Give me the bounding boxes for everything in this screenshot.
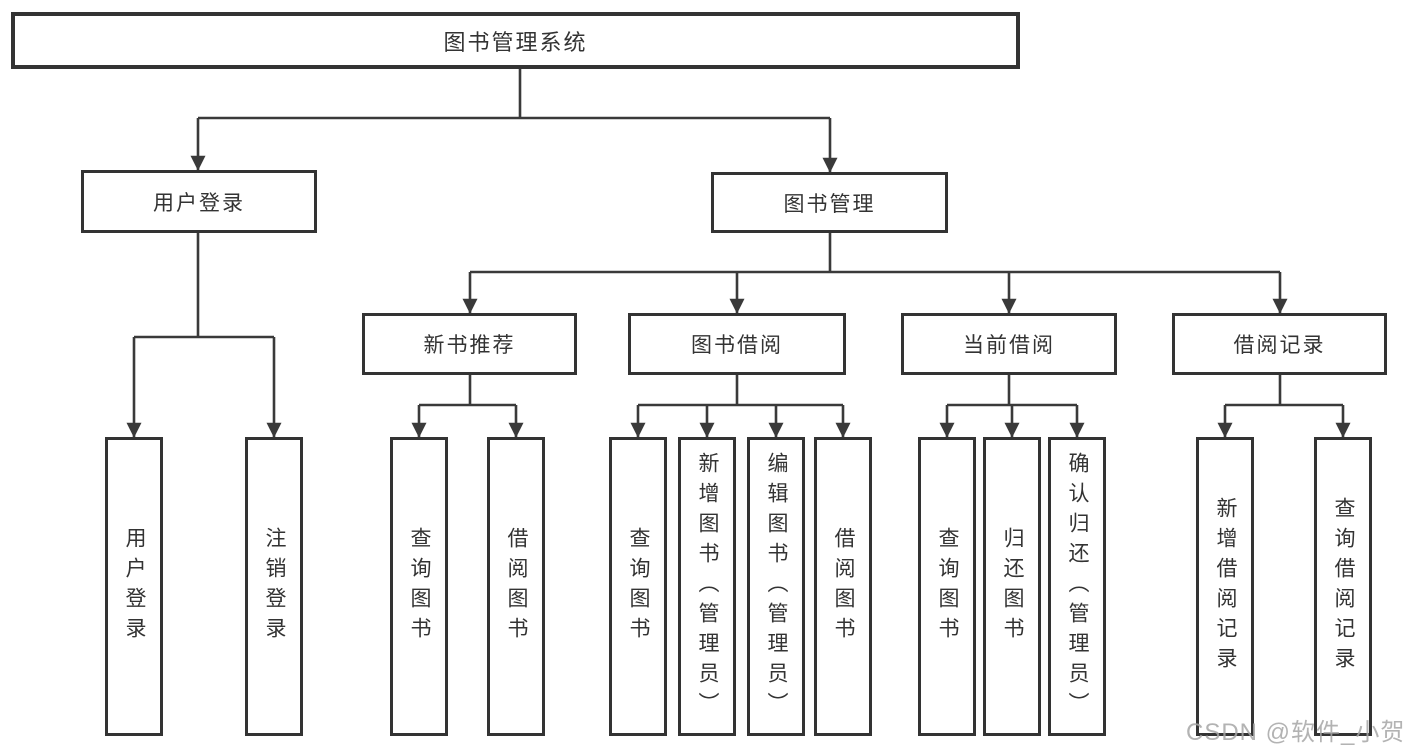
node-label: 图书借阅 <box>691 334 783 357</box>
leaf-query-borrow-record: 查询借阅记录 <box>1314 437 1372 736</box>
node-label: 查询图书 <box>627 526 650 647</box>
node-label: 借阅记录 <box>1233 334 1326 357</box>
node-label: 用户登录 <box>153 191 245 215</box>
leaf-add-borrow-record: 新增借阅记录 <box>1196 437 1254 736</box>
node-new-book-recommendation: 新书推荐 <box>362 313 577 375</box>
node-user-login-branch: 用户登录 <box>81 170 317 233</box>
node-label: 查询借阅记录 <box>1332 496 1355 677</box>
node-label: 借阅图书 <box>832 526 855 647</box>
node-label: 确认归还（管理员） <box>1066 451 1089 722</box>
leaf-query-books-recommend: 查询图书 <box>390 437 448 736</box>
node-label: 查询图书 <box>936 526 959 647</box>
node-label: 编辑图书（管理员） <box>765 451 788 722</box>
node-label: 图书管理 <box>783 192 876 216</box>
node-label: 图书管理系统 <box>443 29 588 55</box>
node-book-borrowing: 图书借阅 <box>628 313 846 375</box>
leaf-borrow-books-recommend: 借阅图书 <box>487 437 545 736</box>
csdn-watermark: CSDN @软件_小贺同学 <box>1186 719 1405 746</box>
leaf-return-books: 归还图书 <box>983 437 1041 736</box>
node-borrowing-records: 借阅记录 <box>1172 313 1387 375</box>
leaf-logout: 注销登录 <box>245 437 303 736</box>
node-label: 归还图书 <box>1001 526 1024 647</box>
leaf-query-books-current: 查询图书 <box>918 437 976 736</box>
node-book-management-branch: 图书管理 <box>711 172 948 233</box>
leaf-borrow-books: 借阅图书 <box>814 437 872 736</box>
node-label: 用户登录 <box>123 526 146 647</box>
node-label: 注销登录 <box>263 526 286 647</box>
node-library-management-system: 图书管理系统 <box>11 12 1020 69</box>
node-label: 新增图书（管理员） <box>696 451 719 722</box>
leaf-query-books-borrow: 查询图书 <box>609 437 667 736</box>
leaf-user-login: 用户登录 <box>105 437 163 736</box>
node-label: 查询图书 <box>408 526 431 647</box>
leaf-add-book-admin: 新增图书（管理员） <box>678 437 736 736</box>
node-label: 借阅图书 <box>505 526 528 647</box>
leaf-confirm-return-admin: 确认归还（管理员） <box>1048 437 1106 736</box>
node-current-borrowing: 当前借阅 <box>901 313 1117 375</box>
node-label: 当前借阅 <box>963 334 1055 357</box>
node-label: 新增借阅记录 <box>1214 496 1237 677</box>
leaf-edit-book-admin: 编辑图书（管理员） <box>747 437 805 736</box>
node-label: 新书推荐 <box>423 334 516 357</box>
